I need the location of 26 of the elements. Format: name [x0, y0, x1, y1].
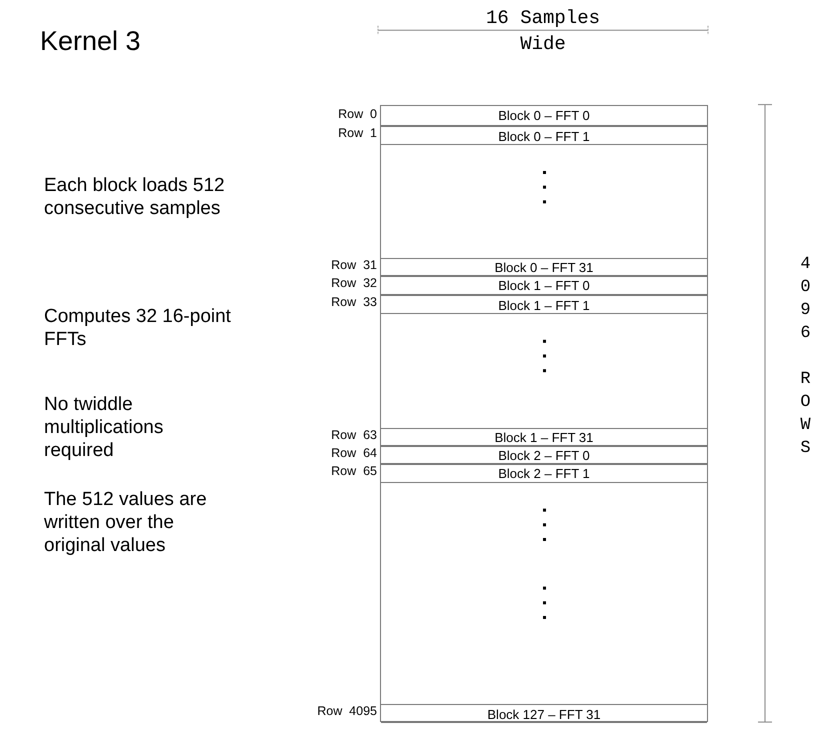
row-label: Row 4095	[317, 702, 377, 720]
row-cell: Block 127 – FFT 31	[381, 704, 707, 724]
row-cell: Block 2 – FFT 1	[381, 464, 707, 483]
row-cell: Block 1 – FFT 1	[381, 294, 707, 314]
note-text: The 512 values are written over the original values	[44, 488, 208, 558]
row-label: Row 0	[338, 106, 377, 123]
row-label: Row 31	[331, 256, 377, 274]
row-cell: Block 0 – FFT 0	[381, 106, 707, 126]
row-label: Row 63	[331, 426, 377, 444]
diagram-title: Kernel 3	[40, 26, 141, 57]
row-label: Row 32	[331, 275, 377, 292]
dimension-label: 16 Samples Wide	[484, 6, 602, 58]
note-text: Each block loads 512 consecutive samples	[44, 174, 226, 220]
row-label: Row 1	[338, 124, 377, 142]
row-label: Row 64	[331, 444, 377, 462]
row-cell: Block 1 – FFT 0	[381, 276, 707, 295]
row-label: Row 33	[331, 294, 377, 311]
memory-array-box	[380, 104, 708, 722]
dimension-label: 4096 ROWS	[797, 255, 814, 462]
row-label: Row 65	[331, 463, 377, 480]
note-text: Computes 32 16-point FFTs	[44, 304, 232, 351]
row-cell: Block 0 – FFT 31	[381, 258, 707, 276]
note-text: No twiddle multiplications required	[44, 392, 164, 462]
row-cell: Block 1 – FFT 31	[381, 428, 707, 446]
row-cell: Block 2 – FFT 0	[381, 446, 707, 464]
row-cell: Block 0 – FFT 1	[381, 126, 707, 146]
